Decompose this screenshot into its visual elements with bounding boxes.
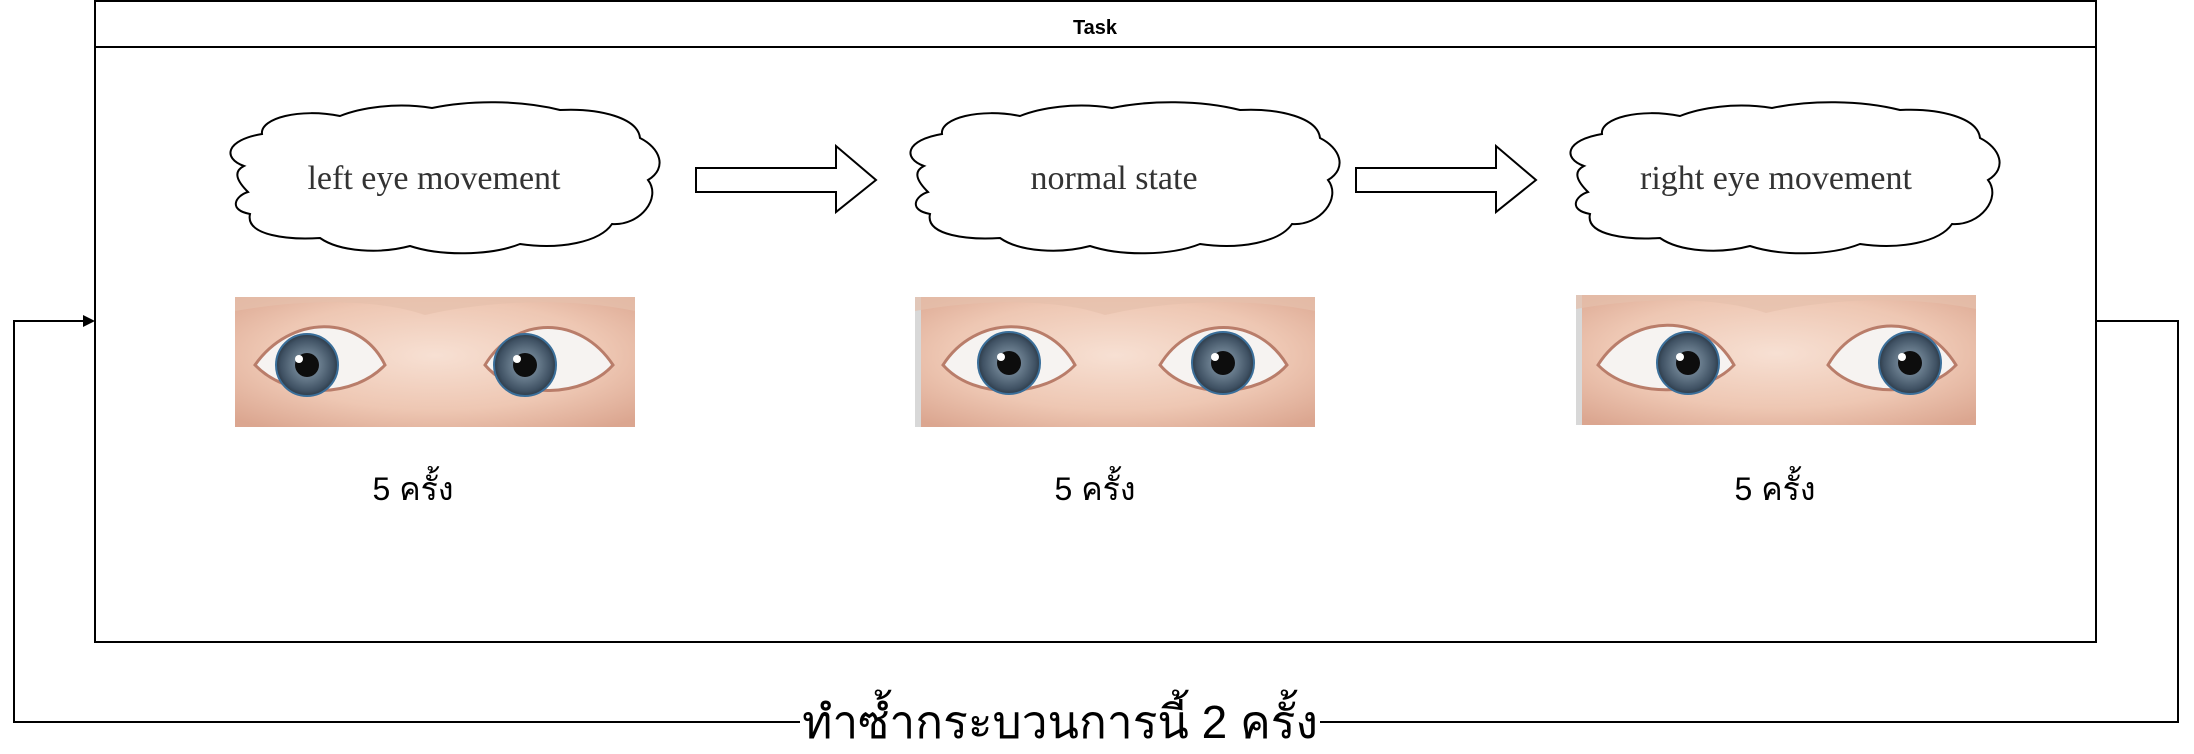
cloud-shape xyxy=(229,101,661,255)
eye-left xyxy=(1596,323,1736,395)
cloud-label: left eye movement xyxy=(307,160,561,197)
loop-connector: ทำซ้ำกระบวนการนี้ 2 ครั้ง xyxy=(13,315,2179,748)
task-title: Task xyxy=(1073,17,1118,39)
highlight xyxy=(997,353,1005,361)
highlight xyxy=(1211,353,1219,361)
cloud-label: normal state xyxy=(1030,160,1197,197)
highlight xyxy=(1898,353,1906,361)
eye-right xyxy=(483,326,615,397)
eye-left xyxy=(253,325,387,397)
repeat-count: 5 ครั้ง xyxy=(373,466,454,507)
eye-photo-center-gaze xyxy=(915,297,1315,427)
step-left-eye-movement: left eye movement 5 ครั้ง xyxy=(229,101,661,507)
eye-right xyxy=(1826,324,1958,395)
cloud-shape xyxy=(909,101,1341,255)
loop-line-left xyxy=(13,315,800,723)
step-normal-state: normal state 5 ครั้ง xyxy=(909,101,1341,507)
brow-shadow xyxy=(1576,295,1976,313)
cloud-label: right eye movement xyxy=(1640,160,1912,197)
loop-line-right xyxy=(1320,320,2179,723)
eye-photo-left-gaze xyxy=(235,297,635,427)
brow-shadow xyxy=(915,297,1315,315)
repeat-count: 5 ครั้ง xyxy=(1735,466,1816,507)
cloud-shape xyxy=(1569,101,2001,255)
loop-label: ทำซ้ำกระบวนการนี้ 2 ครั้ง xyxy=(802,689,1318,748)
eye-right xyxy=(1158,326,1289,395)
highlight xyxy=(1676,353,1684,361)
eye-left xyxy=(941,325,1077,395)
eye-photo-right-gaze xyxy=(1576,295,1976,425)
highlight xyxy=(295,355,303,363)
highlight xyxy=(513,355,521,363)
step-right-eye-movement: right eye movement 5 ครั้ง xyxy=(1569,101,2001,507)
flow-arrow-1 xyxy=(695,143,878,215)
flow-arrow-2 xyxy=(1355,143,1538,215)
brow-shadow xyxy=(235,297,635,315)
repeat-count: 5 ครั้ง xyxy=(1055,466,1136,507)
